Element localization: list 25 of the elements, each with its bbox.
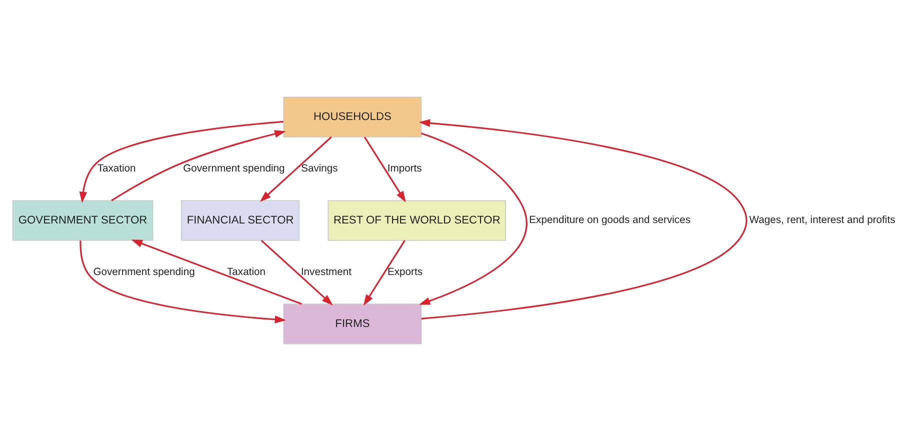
node-box: GOVERNMENT SECTOR xyxy=(12,200,154,241)
arrow xyxy=(131,240,302,305)
arrow xyxy=(79,120,284,203)
arrow xyxy=(418,132,528,305)
edge-label: Government spending xyxy=(183,163,285,174)
edge-label: Exports xyxy=(387,266,422,278)
node-box: FINANCIAL SECTOR xyxy=(181,200,300,241)
arrow xyxy=(260,240,333,306)
edge-label: Expenditure on goods and services xyxy=(529,215,691,226)
edge-label: Government spending xyxy=(93,266,195,278)
edge-label: Taxation xyxy=(97,163,136,174)
arrow xyxy=(111,130,286,202)
arrow xyxy=(363,240,406,306)
arrow xyxy=(418,119,748,320)
edge-label: Imports xyxy=(387,163,422,174)
edge-label: Savings xyxy=(301,163,338,174)
node-box: HOUSEHOLDS xyxy=(283,96,422,138)
node-box: REST OF THE WORLD SECTOR xyxy=(328,200,506,241)
arrow xyxy=(260,136,332,202)
edge-label: Investment xyxy=(300,266,352,278)
arrow xyxy=(364,136,406,202)
edge-label: Taxation xyxy=(227,266,266,278)
edge-label: Wages, rent, interest and profits xyxy=(749,215,896,226)
arrow xyxy=(80,240,286,324)
node-box: FIRMS xyxy=(283,304,422,344)
